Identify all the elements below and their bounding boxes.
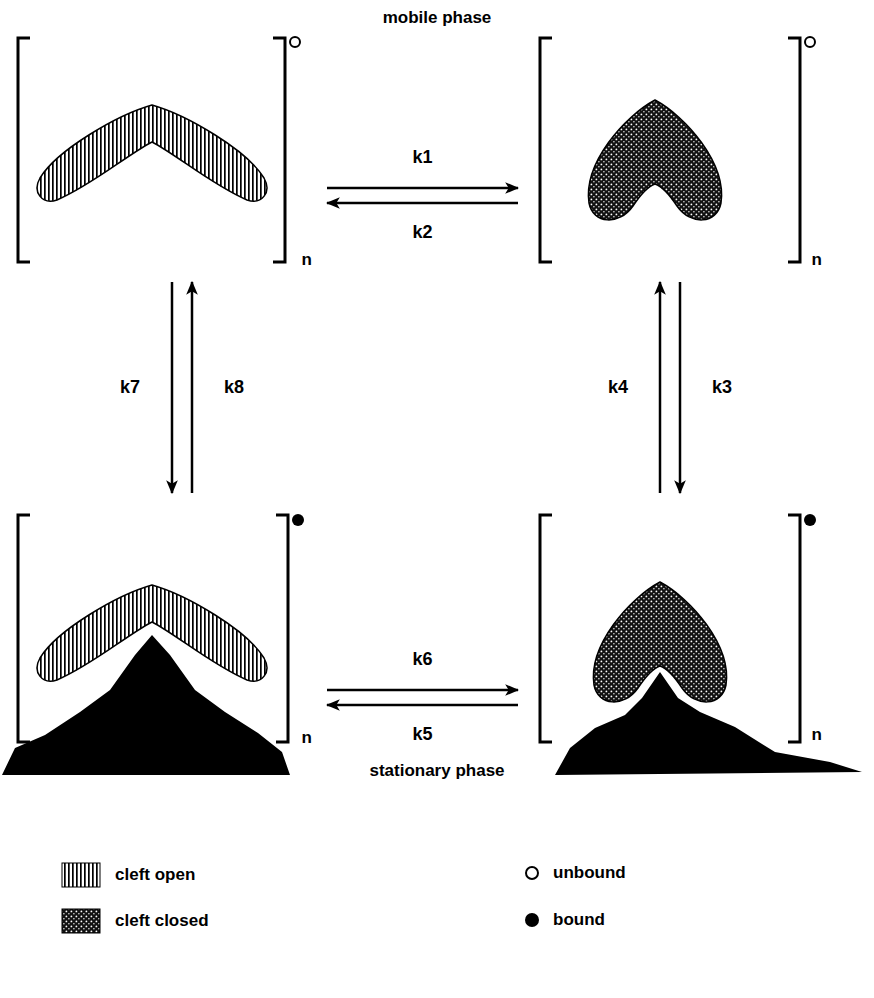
bracket bbox=[788, 38, 800, 262]
rate-constant: k5 bbox=[410, 725, 434, 745]
rate-constant: k2 bbox=[410, 223, 434, 243]
subscript-n: n bbox=[302, 729, 312, 748]
phase-label: mobile phase bbox=[383, 9, 492, 28]
legend-text: bound bbox=[553, 911, 605, 930]
brackets bbox=[18, 38, 800, 742]
subscript-n: n bbox=[812, 251, 822, 270]
bound-marker bbox=[804, 514, 816, 526]
rate-arrow bbox=[191, 282, 194, 493]
rate-constant: k6 bbox=[410, 650, 434, 670]
bracket bbox=[276, 515, 288, 742]
protein-cleft-closed bbox=[593, 582, 726, 702]
legend-sample bbox=[62, 863, 100, 887]
bracket bbox=[18, 515, 30, 742]
protein-cleft-open bbox=[37, 105, 267, 201]
rate-constant: k7 bbox=[118, 378, 142, 398]
unbound-marker bbox=[805, 37, 815, 47]
bracket bbox=[540, 38, 552, 262]
bracket bbox=[273, 38, 285, 262]
rate-constant: k8 bbox=[222, 378, 246, 398]
phase-label: stationary phase bbox=[369, 762, 504, 781]
rate-constant: k4 bbox=[606, 378, 630, 398]
rate-arrow bbox=[679, 282, 682, 493]
species-box: n bbox=[10, 30, 315, 270]
protein-cleft-closed bbox=[588, 100, 721, 220]
bracket bbox=[540, 515, 552, 742]
rate-arrow bbox=[171, 282, 174, 493]
bound-marker bbox=[292, 514, 304, 526]
bracket bbox=[788, 515, 800, 742]
legend-sample bbox=[62, 909, 100, 933]
species-box: n bbox=[10, 505, 315, 748]
subscript-n: n bbox=[812, 726, 822, 745]
legend-sample bbox=[525, 913, 539, 927]
protein-cleft-open bbox=[37, 585, 267, 681]
species-box: n bbox=[530, 30, 825, 270]
legend-text: cleft open bbox=[115, 866, 195, 885]
subscript-n: n bbox=[302, 251, 312, 270]
bracket bbox=[18, 38, 30, 262]
rate-arrow bbox=[659, 282, 662, 493]
rate-constant: k1 bbox=[410, 148, 434, 168]
legend-text: cleft closed bbox=[115, 912, 209, 931]
legend-text: unbound bbox=[553, 864, 626, 883]
rate-arrow bbox=[327, 202, 518, 205]
unbound-marker bbox=[290, 37, 300, 47]
rate-arrow bbox=[327, 704, 518, 707]
legend-sample bbox=[526, 867, 538, 879]
rate-arrow bbox=[327, 187, 518, 190]
rate-arrow bbox=[327, 689, 518, 692]
species-box: n bbox=[530, 505, 825, 745]
rate-constant: k3 bbox=[710, 378, 734, 398]
